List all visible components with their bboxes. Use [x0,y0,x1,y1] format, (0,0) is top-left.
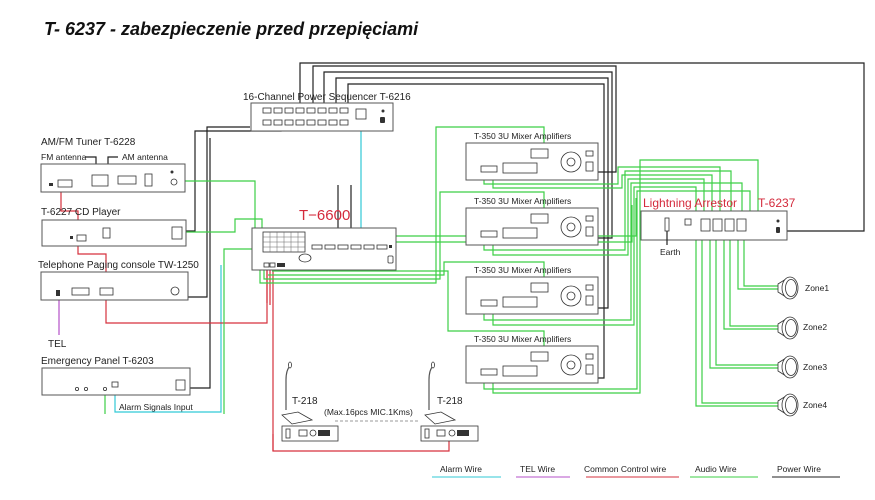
mic-left-label: T-218 [292,396,318,407]
mixer-amplifier-1[interactable]: T-350 3U Mixer Amplifiers [465,131,599,181]
page-title: T- 6237 - zabezpieczenie przed przepięci… [44,19,419,39]
tuner-label: AM/FM Tuner T-6228 [41,137,136,148]
zone-label: Zone1 [805,283,829,293]
audio-wires [104,126,778,414]
paging-mic-right[interactable]: T-218 [420,361,479,442]
mixer-amp-label: T-350 3U Mixer Amplifiers [474,196,571,206]
arrestor-name-label: Lightning Arrestor [643,196,737,210]
speaker-zone-1[interactable]: Zone1 [777,276,829,300]
legend-label: Audio Wire [695,464,737,474]
mic-capacity-note: (Max.16pcs MIC.1Kms) [324,407,413,417]
matrix-label: T−6600 [299,207,350,224]
matrix-t6600[interactable]: T−6600 [251,207,397,271]
legend-label: Power Wire [777,464,821,474]
power-sequencer[interactable]: 16-Channel Power Sequencer T-6216 [243,92,411,132]
mixer-amp-label: T-350 3U Mixer Amplifiers [474,131,571,141]
legend: Alarm Wire TEL Wire Common Control wire … [432,464,840,478]
lightning-arrestor[interactable]: Lightning Arrestor T-6237 Earth [640,196,796,257]
matrix-ports [262,231,394,268]
mixer-amp-label: T-350 3U Mixer Amplifiers [474,334,571,344]
mixer-amplifier-2[interactable]: T-350 3U Mixer Amplifiers [465,196,599,246]
telephone-paging-console[interactable]: Telephone Paging console TW-1250 TEL [38,260,199,350]
alarm-signals-label: Alarm Signals Input [119,402,193,412]
power-sequencer-label: 16-Channel Power Sequencer T-6216 [243,92,411,103]
arrestor-terminals [700,218,747,232]
legend-label: Alarm Wire [440,464,482,474]
mic-right-label: T-218 [437,396,463,407]
legend-item-control: Common Control wire [584,464,679,478]
legend-label: TEL Wire [520,464,555,474]
arrestor-model-label: T-6237 [758,196,796,210]
legend-item-tel: TEL Wire [516,464,570,478]
sequencer-outlets [262,107,385,126]
am-antenna-label: AM antenna [122,152,168,162]
control-wires [60,186,450,452]
tel-console-label: Telephone Paging console TW-1250 [38,260,199,271]
speaker-zone-3[interactable]: Zone3 [777,355,827,379]
emergency-panel-label: Emergency Panel T-6203 [41,356,154,367]
zone-label: Zone4 [803,400,827,410]
tel-label: TEL [48,339,67,350]
zone-label: Zone2 [803,322,827,332]
mixer-amp-label: T-350 3U Mixer Amplifiers [474,265,571,275]
paging-mic-left[interactable]: T-218 [281,361,339,442]
legend-label: Common Control wire [584,464,666,474]
mixer-amplifier-4[interactable]: T-350 3U Mixer Amplifiers [465,334,599,384]
mixer-amplifier-3[interactable]: T-350 3U Mixer Amplifiers [465,265,599,315]
legend-item-alarm: Alarm Wire [432,464,501,478]
earth-label: Earth [660,247,681,257]
legend-item-audio: Audio Wire [690,464,758,478]
cd-player-label: T-6227 CD Player [41,207,121,218]
zone-label: Zone3 [803,362,827,372]
emergency-panel[interactable]: Emergency Panel T-6203 Alarm Signals Inp… [41,356,193,412]
legend-item-power: Power Wire [772,464,840,478]
speaker-zone-2[interactable]: Zone2 [777,316,827,340]
tuner[interactable]: AM/FM Tuner T-6228 FM antenna AM antenna [40,137,186,193]
power-wires [185,62,865,389]
speaker-zone-4[interactable]: Zone4 [777,393,827,417]
fm-antenna-label: FM antenna [41,152,87,162]
cd-player[interactable]: T-6227 CD Player [41,207,187,247]
